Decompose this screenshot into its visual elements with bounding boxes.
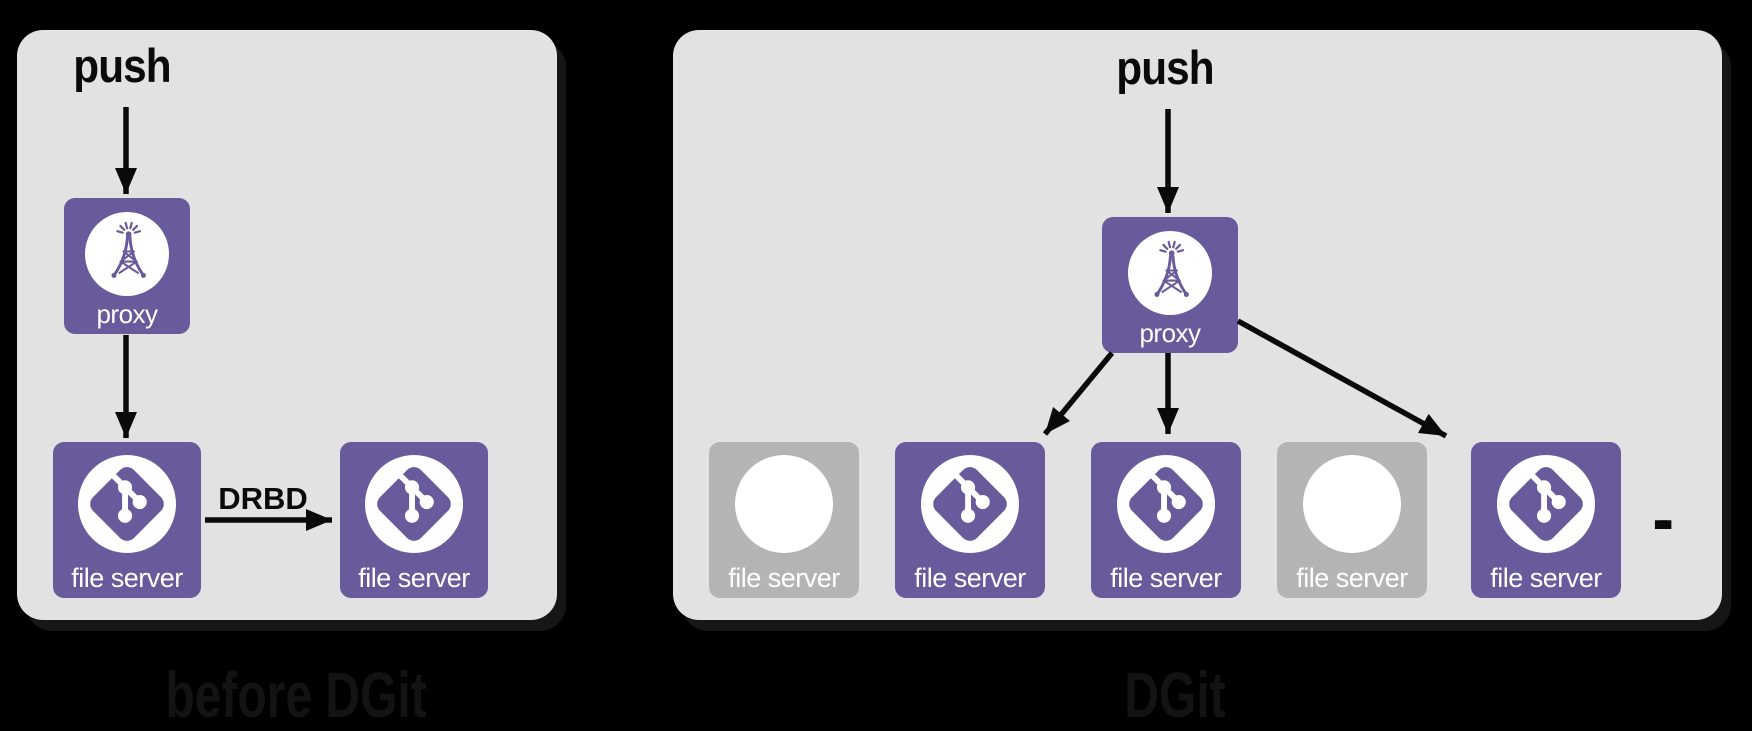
caption-before-dgit: before DGit [165,659,427,731]
radio-tower-icon [1128,231,1212,315]
git-icon [1117,455,1215,553]
file-server-node: file server [895,442,1045,598]
file-server-label: file server [358,563,470,593]
file-server-node: file server [340,442,488,598]
panel-dgit: push [673,30,1722,620]
blank-circle-icon [735,455,833,553]
caption-dgit: DGit [1124,659,1226,731]
proxy-label: proxy [96,299,158,329]
file-server-label: file server [728,563,840,593]
more-servers-ellipsis: ... [1651,477,1675,542]
file-server-node-standby: file server [1277,442,1427,598]
proxy-label: proxy [1139,318,1201,348]
file-server-label: file server [914,563,1026,593]
panel-before-dgit: push [17,30,557,620]
file-server-label: file server [1110,563,1222,593]
radio-tower-icon [85,212,169,296]
proxy-node: proxy [64,198,190,334]
file-server-label: file server [1490,563,1602,593]
proxy-to-fileserver-arrow-3 [1236,318,1448,439]
drbd-label: DRBD [218,481,308,516]
git-icon [78,455,176,553]
file-server-node: file server [1471,442,1621,598]
proxy-node: proxy [1102,217,1238,353]
git-icon [1497,455,1595,553]
file-server-node: file server [53,442,201,598]
proxy-to-fileserver-arrow-1 [1042,351,1115,436]
push-label: push [1116,41,1214,94]
git-icon [921,455,1019,553]
blank-circle-icon [1303,455,1401,553]
file-server-label: file server [1296,563,1408,593]
file-server-node-standby: file server [709,442,859,598]
push-label: push [73,39,171,92]
file-server-label: file server [71,563,183,593]
file-server-node: file server [1091,442,1241,598]
git-icon [365,455,463,553]
